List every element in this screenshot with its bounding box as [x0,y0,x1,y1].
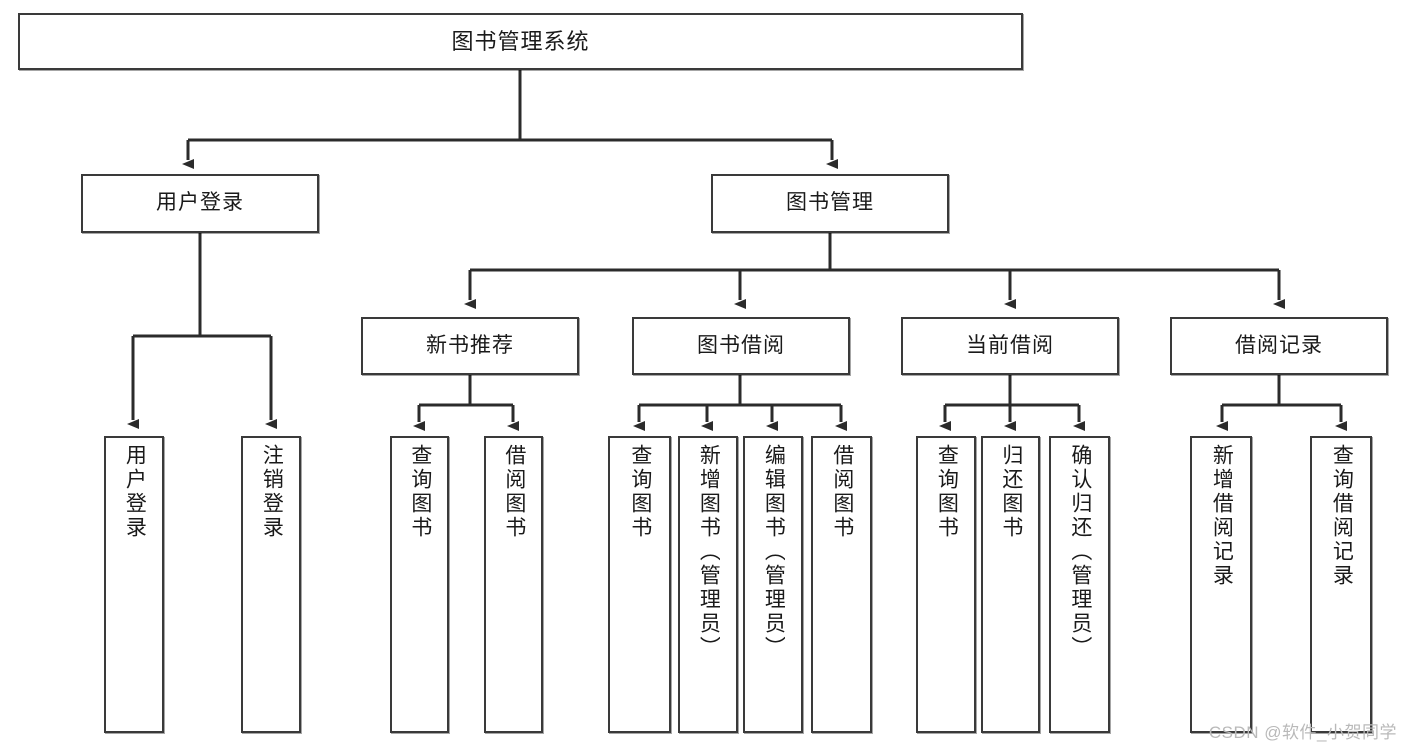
node-label: 借阅记录 [1235,333,1323,357]
node-label: 用户登录 [156,191,244,215]
node-new-book-recommend[interactable]: 新书推荐 [361,317,579,375]
node-label: 确认归还（管理员） [1068,444,1092,660]
leaf-borrow-record-query-record[interactable]: 查询借阅记录 [1310,436,1372,733]
node-label: 图书管理系统 [451,28,590,54]
leaf-book-borrow-edit-book-admin[interactable]: 编辑图书（管理员） [743,436,803,733]
leaf-current-borrow-confirm-return-admin[interactable]: 确认归还（管理员） [1049,436,1110,733]
watermark: CSDN @软件_小贺同学 [1208,723,1397,742]
node-label: 当前借阅 [966,333,1054,357]
leaf-borrow-record-add-record[interactable]: 新增借阅记录 [1190,436,1252,733]
node-label: 借阅图书 [502,444,526,540]
node-label: 新增借阅记录 [1210,444,1234,588]
leaf-book-borrow-borrow-book[interactable]: 借阅图书 [811,436,872,733]
node-label: 查询图书 [408,444,432,540]
leaf-user-login-logout[interactable]: 注销登录 [241,436,301,733]
node-label: 注销登录 [260,444,284,540]
node-book-management[interactable]: 图书管理 [711,174,949,233]
node-label: 图书借阅 [697,333,785,357]
leaf-user-login-login[interactable]: 用户登录 [104,436,164,733]
node-label: 图书管理 [786,191,874,215]
node-book-borrow[interactable]: 图书借阅 [632,317,850,375]
node-label: 借阅图书 [830,444,854,540]
leaf-current-borrow-return-book[interactable]: 归还图书 [981,436,1040,733]
node-user-login[interactable]: 用户登录 [81,174,319,233]
leaf-current-borrow-query-book[interactable]: 查询图书 [916,436,976,733]
node-label: 查询图书 [935,444,959,540]
node-label: 新书推荐 [426,333,514,357]
node-label: 查询图书 [628,444,652,540]
leaf-book-borrow-query-book[interactable]: 查询图书 [608,436,671,733]
node-label: 新增图书（管理员） [697,444,721,660]
node-label: 用户登录 [123,444,147,540]
leaf-new-book-borrow-book[interactable]: 借阅图书 [484,436,543,733]
node-label: 查询借阅记录 [1330,444,1354,588]
leaf-book-borrow-add-book-admin[interactable]: 新增图书（管理员） [678,436,738,733]
node-label: 归还图书 [999,444,1023,540]
node-label: 编辑图书（管理员） [762,444,786,660]
node-root-book-management-system[interactable]: 图书管理系统 [18,13,1023,70]
node-borrow-record[interactable]: 借阅记录 [1170,317,1388,375]
leaf-new-book-query-book[interactable]: 查询图书 [390,436,449,733]
node-current-borrow[interactable]: 当前借阅 [901,317,1119,375]
